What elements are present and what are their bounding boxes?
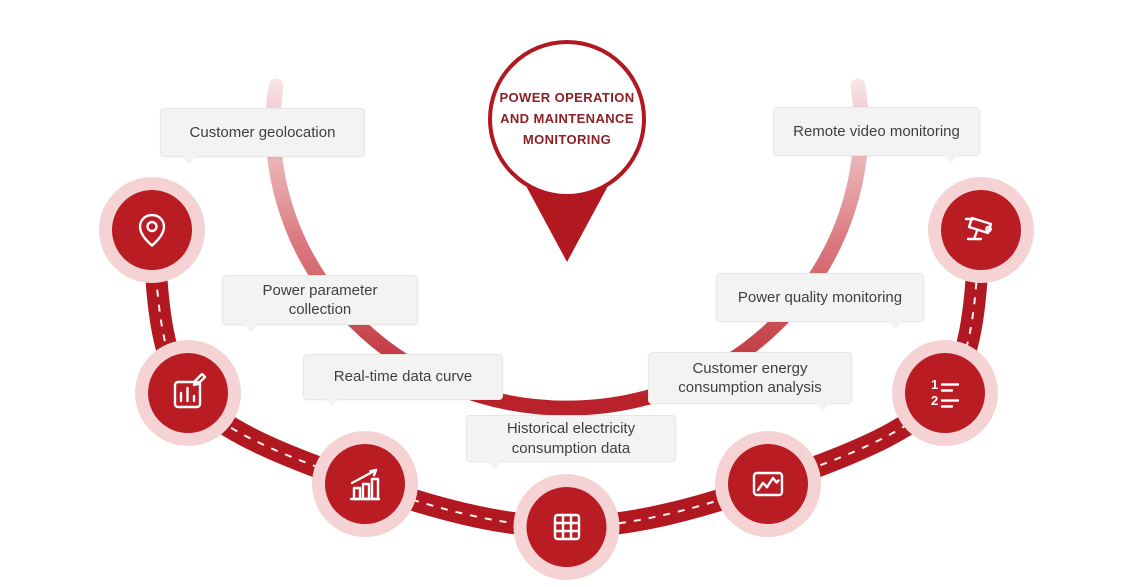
node-historical-electricity xyxy=(526,487,607,567)
label-text: Customer energy consumption analysis xyxy=(678,359,822,397)
label-text: Power parameter collection xyxy=(262,281,378,319)
label-real-time-data-curve: Real-time data curve xyxy=(303,354,503,407)
label-pointer xyxy=(243,323,259,332)
label-pointer xyxy=(181,155,197,164)
label-pointer xyxy=(943,154,959,163)
numbered-list-icon: 1 2 xyxy=(921,369,969,417)
location-pin-icon xyxy=(128,206,176,254)
center-title: POWER OPERATION AND MAINTENANCE MONITORI… xyxy=(482,88,652,150)
center-title-line-2: AND MAINTENANCE xyxy=(500,110,634,126)
bar-chart-growth-icon xyxy=(341,460,389,508)
center-title-line-3: MONITORING xyxy=(522,131,612,147)
label-pointer xyxy=(887,320,903,329)
label-text: Customer geolocation xyxy=(189,123,336,141)
node-power-quality-monitoring xyxy=(905,353,985,433)
label-pointer xyxy=(324,398,340,407)
label-text: Remote video monitoring xyxy=(793,122,960,140)
svg-text:2: 2 xyxy=(931,393,938,408)
center-title-line-1: POWER OPERATION xyxy=(499,90,635,105)
inner-swoosh-arc xyxy=(265,78,869,416)
cctv-camera-icon xyxy=(957,206,1005,254)
label-energy-consumption-analysis: Customer energy consumption analysis xyxy=(648,352,852,411)
center-pin-circle xyxy=(488,40,646,198)
label-customer-geolocation: Customer geolocation xyxy=(160,108,365,164)
svg-text:1: 1 xyxy=(931,377,938,392)
label-power-quality-monitoring: Power quality monitoring xyxy=(716,273,924,329)
label-power-parameter-collection: Power parameter collection xyxy=(222,275,418,332)
label-text: Real-time data curve xyxy=(333,368,473,386)
label-remote-video-monitoring: Remote video monitoring xyxy=(773,107,980,163)
label-historical-electricity: Historical electricity consumption data xyxy=(466,415,676,469)
label-text: Power quality monitoring xyxy=(737,288,903,306)
label-text: Historical electricity consumption data xyxy=(506,420,636,457)
parameter-report-icon xyxy=(164,369,212,417)
trend-wave-icon xyxy=(744,460,792,508)
data-table-icon xyxy=(543,503,591,551)
label-pointer xyxy=(815,402,831,411)
label-pointer xyxy=(487,460,503,469)
